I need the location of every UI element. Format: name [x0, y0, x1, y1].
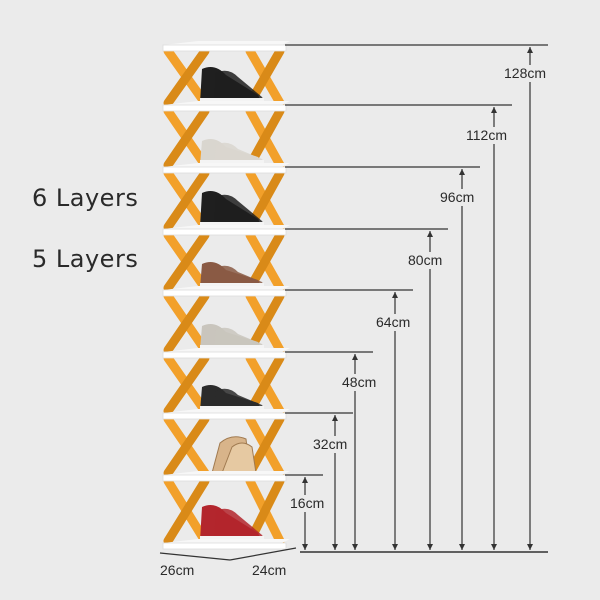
- frame-bar: [163, 476, 210, 546]
- height-label-bg: [340, 374, 377, 391]
- depth-dimension-line: [159, 552, 231, 561]
- height-label: 80cm: [408, 252, 442, 268]
- arrow-up-icon: [392, 292, 398, 298]
- shelf: [162, 101, 290, 112]
- arrow-down-icon: [427, 544, 433, 550]
- frame-bar: [245, 291, 285, 355]
- shelf: [162, 225, 290, 236]
- frame-bar: [163, 46, 210, 108]
- shelf: [162, 539, 290, 550]
- height-label-bg: [502, 65, 547, 82]
- arrow-up-icon: [427, 231, 433, 237]
- shelf: [162, 163, 290, 174]
- arrow-down-icon: [392, 544, 398, 550]
- frame-bar: [163, 414, 210, 478]
- shelf: [162, 348, 290, 359]
- height-label-bg: [406, 252, 443, 269]
- height-label: 64cm: [376, 314, 410, 330]
- arrow-up-icon: [491, 107, 497, 113]
- shoe-sneaker-black-white: [200, 385, 264, 411]
- frame-bar: [163, 353, 210, 416]
- height-label-bg: [311, 436, 348, 453]
- shelf: [162, 409, 290, 420]
- height-label: 48cm: [342, 374, 376, 390]
- shoe-high-top-sneaker-red: [200, 505, 264, 541]
- arrow-down-icon: [302, 544, 308, 550]
- depth-label: 26cm: [160, 562, 195, 578]
- shelf: [162, 471, 290, 482]
- shoe-loafer-grey: [200, 139, 264, 165]
- height-label: 16cm: [290, 495, 324, 511]
- layer-label-5: 5 Layers: [32, 245, 139, 273]
- arrow-up-icon: [352, 354, 358, 360]
- arrow-up-icon: [302, 477, 308, 483]
- arrow-up-icon: [332, 415, 338, 421]
- arrow-down-icon: [491, 544, 497, 550]
- height-label: 112cm: [466, 127, 507, 143]
- frame-bar: [163, 230, 210, 293]
- frame-bar: [163, 168, 210, 232]
- height-label-bg: [374, 314, 411, 331]
- arrow-down-icon: [332, 544, 338, 550]
- width-dimension-line: [229, 547, 297, 561]
- frame-bar: [163, 106, 210, 170]
- frame-bar: [245, 106, 285, 170]
- width-label: 24cm: [252, 562, 287, 578]
- shelf: [162, 41, 290, 52]
- height-label-bg: [288, 495, 325, 512]
- layer-label-6: 6 Layers: [32, 184, 139, 212]
- shoe-heel-sandal-beige: [211, 436, 257, 474]
- height-label-bg: [464, 127, 509, 144]
- shoe-high-top-sneaker-black: [200, 67, 264, 103]
- arrow-up-icon: [459, 169, 465, 175]
- shoe-sneaker-brown: [200, 262, 264, 288]
- shelf: [162, 286, 290, 297]
- shoe-sneaker-grey: [200, 324, 264, 350]
- height-label: 128cm: [504, 65, 546, 81]
- arrow-down-icon: [352, 544, 358, 550]
- shoe-high-top-sneaker-black: [200, 191, 264, 227]
- frame-bar: [163, 291, 210, 355]
- arrow-down-icon: [527, 544, 533, 550]
- height-label: 32cm: [313, 436, 347, 452]
- height-label-bg: [438, 189, 475, 206]
- arrow-up-icon: [527, 47, 533, 53]
- arrow-down-icon: [459, 544, 465, 550]
- height-label: 96cm: [440, 189, 474, 205]
